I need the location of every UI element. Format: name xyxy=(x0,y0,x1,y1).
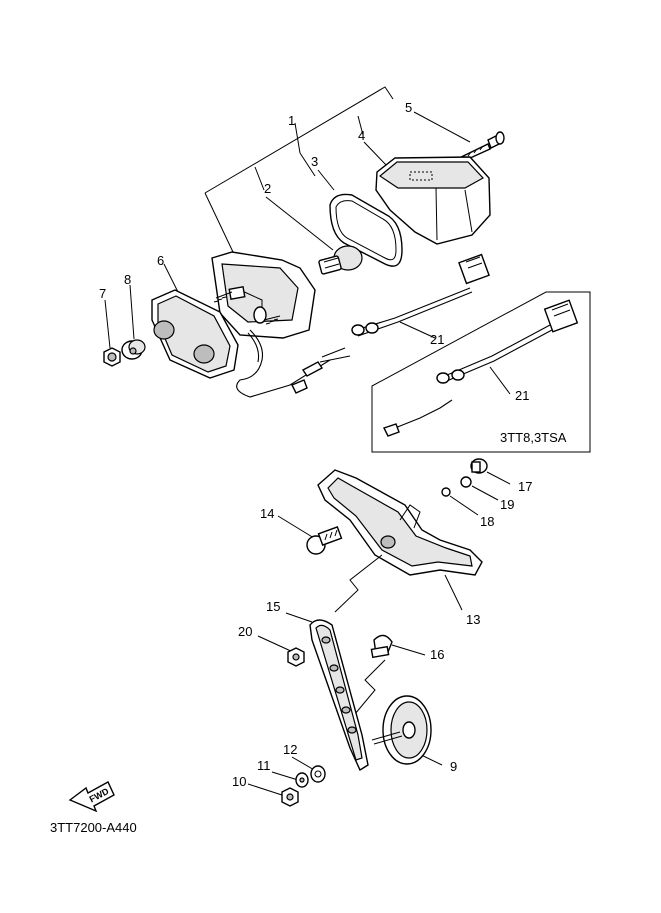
label-part-1: 1 xyxy=(288,113,295,128)
part-number-labels: 1 2 3 4 5 6 7 8 9 10 11 12 13 14 15 16 1… xyxy=(50,100,567,835)
bolt-part-14 xyxy=(277,515,343,555)
taillight-housing-part-1 xyxy=(211,251,316,339)
label-part-17: 17 xyxy=(518,479,532,494)
washer-part-12 xyxy=(310,765,326,783)
label-part-18: 18 xyxy=(480,514,494,529)
label-part-14: 14 xyxy=(260,506,274,521)
base-plate-part-6 xyxy=(151,289,239,379)
reflector-part-9 xyxy=(371,695,432,765)
label-part-15: 15 xyxy=(266,599,280,614)
lens-part-4 xyxy=(375,156,491,245)
nut-part-20 xyxy=(287,647,305,667)
label-part-11: 11 xyxy=(257,758,271,773)
fwd-arrow-icon: FWD xyxy=(68,781,115,813)
nut-part-7 xyxy=(103,347,121,367)
leader-lines-lower xyxy=(247,554,463,797)
bulb-part-2 xyxy=(318,245,363,275)
label-part-12: 12 xyxy=(283,742,297,757)
label-part-6: 6 xyxy=(157,253,164,268)
label-part-5: 5 xyxy=(405,100,412,115)
lead-wire-part-21-upper xyxy=(351,253,490,337)
washer-part-11 xyxy=(295,772,309,788)
label-part-20: 20 xyxy=(238,624,252,639)
gasket-part-3 xyxy=(329,193,403,267)
label-part-3: 3 xyxy=(311,154,318,169)
label-part-21-upper: 21 xyxy=(430,332,444,347)
label-part-13: 13 xyxy=(466,612,480,627)
label-part-7: 7 xyxy=(99,286,106,301)
label-part-4: 4 xyxy=(358,128,365,143)
label-part-8: 8 xyxy=(124,272,131,287)
variant-box-label: 3TT8,3TSA xyxy=(500,430,567,445)
label-part-16: 16 xyxy=(430,647,444,662)
diagram-code: 3TT7200-A440 xyxy=(50,820,137,835)
washers-parts-17-19 xyxy=(441,458,511,516)
wire-harness-lamp xyxy=(236,329,351,398)
variant-box-3tt8-3tsa xyxy=(371,291,591,453)
label-part-9: 9 xyxy=(450,759,457,774)
label-part-19: 19 xyxy=(500,497,514,512)
cap-nut-part-16 xyxy=(370,634,393,659)
grommet-part-8 xyxy=(121,339,146,360)
label-part-21-lower: 21 xyxy=(515,388,529,403)
plate-bracket-part-15 xyxy=(309,619,369,772)
bracket-part-13 xyxy=(317,469,483,576)
nut-part-10 xyxy=(281,787,299,807)
leader-lines-upper xyxy=(104,86,511,395)
label-part-2: 2 xyxy=(264,181,271,196)
label-part-10: 10 xyxy=(232,774,246,789)
